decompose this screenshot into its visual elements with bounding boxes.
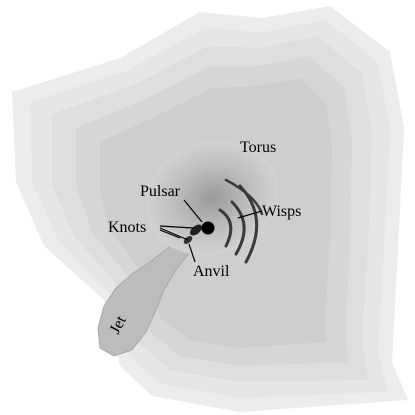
jet	[97, 231, 199, 357]
label-torus: Torus	[240, 139, 276, 156]
wisps	[218, 178, 264, 264]
knots-pointer-3	[159, 229, 181, 239]
label-wisps: Wisps	[262, 203, 301, 220]
wisp-arc-inner	[218, 208, 233, 248]
wisps-pointer	[237, 210, 263, 219]
knots-pointer-1	[159, 225, 194, 229]
pointer-lines	[159, 199, 263, 263]
pulsar	[201, 221, 215, 235]
pulsar-pointer	[183, 199, 203, 223]
wisp-arc-middle	[230, 200, 246, 256]
anvil-pointer	[188, 243, 196, 263]
label-jet: Jet	[107, 313, 131, 337]
knots-pointer-2	[159, 227, 189, 241]
knot-blob-upper	[190, 224, 202, 236]
label-anvil: Anvil	[193, 263, 230, 280]
label-pulsar: Pulsar	[140, 183, 181, 200]
label-knots: Knots	[108, 219, 146, 236]
